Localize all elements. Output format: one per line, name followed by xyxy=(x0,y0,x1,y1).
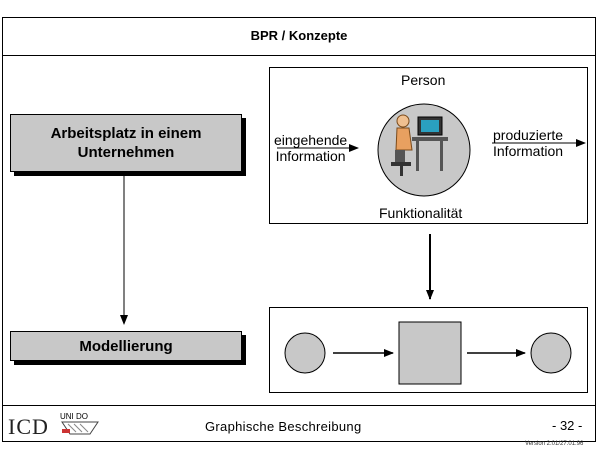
unido-logo: UNI DO xyxy=(60,412,99,435)
version-text: Version 2.01/27.01.96 xyxy=(525,441,584,447)
icd-logo-text: ICD xyxy=(8,414,49,439)
process-node-box xyxy=(398,321,462,385)
person-at-computer-icon xyxy=(391,114,448,176)
footer-center-text: Graphische Beschreibung xyxy=(205,419,362,434)
footer-divider xyxy=(2,405,596,406)
output-node-circle xyxy=(530,332,572,374)
header-divider xyxy=(2,55,596,56)
unido-logo-text: UNI DO xyxy=(60,412,88,421)
modeling-box: Modellierung xyxy=(10,331,242,361)
slide-title: BPR / Konzepte xyxy=(250,28,348,43)
workplace-label: Arbeitsplatz in einem Unternehmen xyxy=(50,125,202,161)
modeling-label: Modellierung xyxy=(79,337,173,355)
slide-frame xyxy=(2,17,596,442)
output-information-label: produzierte Information xyxy=(493,127,564,159)
icd-logo: ICD xyxy=(8,414,49,440)
person-label: Person xyxy=(401,72,446,88)
input-node-circle xyxy=(284,332,326,374)
workplace-box: Arbeitsplatz in einem Unternehmen xyxy=(10,114,242,172)
page-number: - 32 - xyxy=(552,418,583,433)
functionality-label: Funktionalität xyxy=(379,205,463,221)
input-information-label: eingehende Information xyxy=(274,132,348,164)
